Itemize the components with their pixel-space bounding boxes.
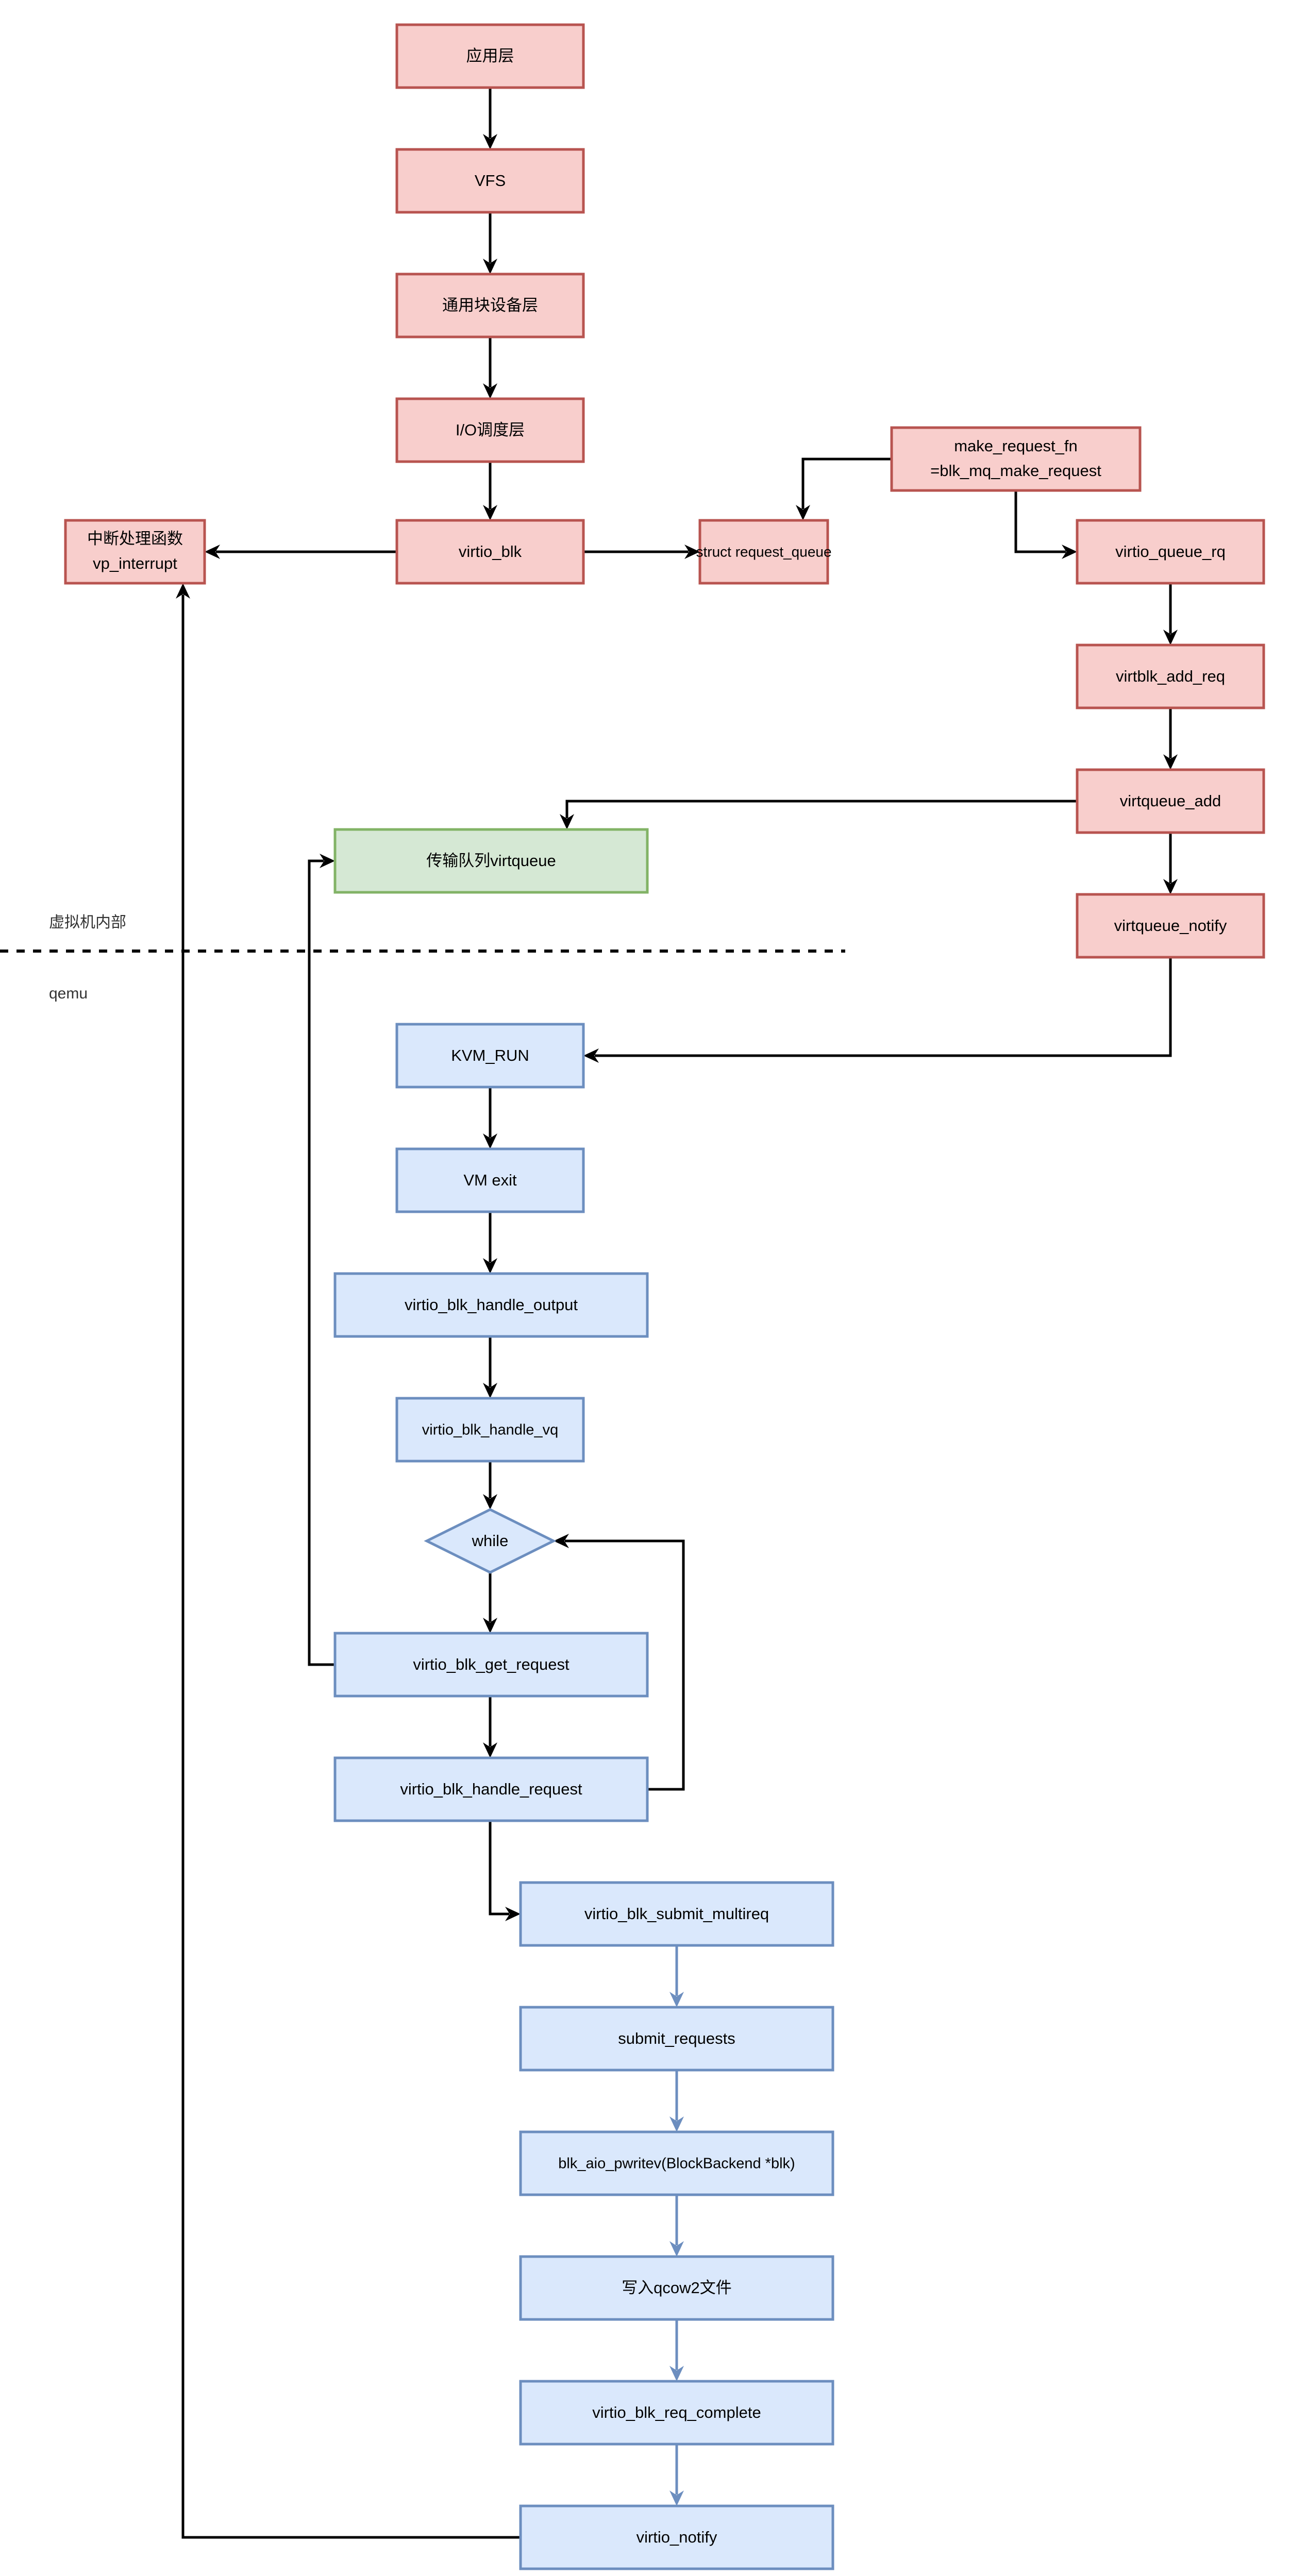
node-struct-request-queue[interactable]: struct request_queue (696, 519, 832, 585)
node-virtio-blk-handle-output[interactable]: virtio_blk_handle_output (333, 1272, 649, 1338)
node-vm-exit[interactable]: VM exit (395, 1147, 585, 1213)
node-label-io-scheduler-layer: I/O调度层 (456, 421, 525, 439)
edge-virtqueue-add-to-virtqueue-notify (1163, 833, 1178, 894)
node-virtblk-add-req[interactable]: virtblk_add_req (1076, 643, 1265, 709)
node-label-virtio-notify: virtio_notify (636, 2528, 717, 2546)
node-label-make-request-fn-line1: make_request_fn (954, 437, 1078, 455)
node-label-make-request-fn-line2: =blk_mq_make_request (930, 462, 1101, 480)
node-label-generic-block-layer: 通用块设备层 (442, 296, 538, 314)
node-virtio-blk-handle-vq[interactable]: virtio_blk_handle_vq (395, 1397, 585, 1463)
edge-virtio-blk-to-request-queue (583, 545, 700, 559)
edge-get-request-to-virtqueue (308, 854, 335, 1666)
node-label-blk-aio-pwritev: blk_aio_pwritev(BlockBackend *blk) (558, 2156, 795, 2172)
node-label-write-qcow2-file: 写入qcow2文件 (622, 2279, 732, 2297)
node-label-app: 应用层 (466, 47, 514, 65)
node-virtio-notify[interactable]: virtio_notify (519, 2504, 834, 2570)
node-virtio-blk-handle-request[interactable]: virtio_blk_handle_request (333, 1756, 649, 1822)
edge-virtqueue-add-to-virtqueue (560, 800, 1077, 829)
node-virtio-blk-get-request[interactable]: virtio_blk_get_request (333, 1632, 649, 1698)
edge-while-to-get-request (483, 1572, 497, 1633)
node-label-struct-request-queue: struct request_queue (696, 544, 831, 560)
edge-make-request-fn-to-virtio-queue-rq (1014, 490, 1077, 559)
edge-iosched-to-virtio-blk (483, 462, 497, 520)
node-virtio-blk-submit-multireq[interactable]: virtio_blk_submit_multireq (519, 1881, 834, 1947)
node-label-virtio-blk-submit-multireq: virtio_blk_submit_multireq (584, 1905, 769, 1923)
node-label-vp-interrupt-line2: vp_interrupt (93, 554, 177, 572)
edge-submit-requests-to-blk-aio-pwritev (669, 2070, 684, 2132)
node-virtio-blk[interactable]: virtio_blk (395, 519, 585, 585)
node-virtio-blk-req-complete[interactable]: virtio_blk_req_complete (519, 2380, 834, 2446)
edge-layer (176, 88, 1178, 2539)
node-label-virtblk-add-req: virtblk_add_req (1116, 667, 1225, 685)
node-virtqueue[interactable]: 传输队列virtqueue (333, 828, 649, 894)
edge-make-request-fn-to-request-queue (796, 457, 892, 520)
node-vp-interrupt[interactable]: 中断处理函数 vp_interrupt (64, 519, 206, 585)
edge-vm-exit-to-handle-output (483, 1212, 497, 1274)
node-submit-requests[interactable]: submit_requests (519, 2006, 834, 2072)
zone-label-guest: 虚拟机内部 (49, 914, 126, 931)
node-label-vp-interrupt-line1: 中断处理函数 (87, 530, 183, 548)
node-label-virtio-blk-handle-vq: virtio_blk_handle_vq (422, 1422, 558, 1438)
edge-handle-output-to-handle-vq (483, 1336, 497, 1398)
node-while-decision[interactable]: while (424, 1508, 557, 1574)
node-label-virtio-blk-handle-request: virtio_blk_handle_request (400, 1780, 582, 1798)
node-label-virtqueue-notify: virtqueue_notify (1114, 917, 1227, 935)
node-write-qcow2-file[interactable]: 写入qcow2文件 (519, 2255, 834, 2321)
node-generic-block-layer[interactable]: 通用块设备层 (395, 273, 585, 338)
edge-vfs-to-blockdev (483, 212, 497, 274)
edge-virtqueue-notify-to-kvm-run (583, 957, 1172, 1063)
node-label-virtio-blk-get-request: virtio_blk_get_request (413, 1655, 569, 1673)
node-virtqueue-notify[interactable]: virtqueue_notify (1076, 893, 1265, 959)
edge-handle-request-to-submit-multireq (489, 1821, 521, 1921)
node-io-scheduler-layer[interactable]: I/O调度层 (395, 397, 585, 463)
node-label-submit-requests: submit_requests (618, 2029, 735, 2047)
edge-app-to-vfs (483, 88, 497, 149)
edge-virtio-blk-to-vp-interrupt (205, 545, 397, 559)
edge-get-request-to-handle-request (483, 1696, 497, 1758)
node-label-virtio-queue-rq: virtio_queue_rq (1115, 543, 1226, 561)
node-label-vfs: VFS (475, 172, 506, 190)
edge-handle-vq-to-while (483, 1461, 497, 1510)
edge-virtio-notify-to-vp-interrupt (176, 583, 521, 2539)
edge-virtblk-add-req-to-virtqueue-add (1163, 708, 1178, 770)
node-app[interactable]: 应用层 (395, 23, 585, 89)
zone-label-host: qemu (49, 985, 88, 1002)
node-label-virtio-blk-req-complete: virtio_blk_req_complete (592, 2403, 761, 2421)
node-blk-aio-pwritev[interactable]: blk_aio_pwritev(BlockBackend *blk) (519, 2130, 834, 2196)
node-label-virtqueue: 传输队列virtqueue (426, 852, 556, 870)
edge-submit-multireq-to-submit-requests (669, 1945, 684, 2007)
edge-req-complete-to-virtio-notify (669, 2444, 684, 2506)
edge-virtio-queue-rq-to-virtblk-add-req (1163, 583, 1178, 645)
node-label-virtqueue-add: virtqueue_add (1120, 792, 1221, 810)
edge-write-qcow2-to-req-complete (669, 2319, 684, 2381)
node-label-virtio-blk-handle-output: virtio_blk_handle_output (405, 1296, 578, 1314)
node-kvm-run[interactable]: KVM_RUN (395, 1023, 585, 1089)
node-virtqueue-add[interactable]: virtqueue_add (1076, 768, 1265, 834)
node-label-while: while (472, 1532, 509, 1550)
edge-handle-request-to-while (554, 1534, 685, 1791)
node-label-vm-exit: VM exit (463, 1171, 517, 1189)
edge-blockdev-to-iosched (483, 337, 497, 399)
node-label-kvm-run: KVM_RUN (451, 1046, 529, 1064)
node-make-request-fn[interactable]: make_request_fn =blk_mq_make_request (890, 426, 1142, 492)
node-virtio-queue-rq[interactable]: virtio_queue_rq (1076, 519, 1265, 585)
node-label-virtio-blk: virtio_blk (459, 543, 522, 561)
edge-kvm-run-to-vm-exit (483, 1087, 497, 1149)
edge-blk-aio-pwritev-to-write-qcow2 (669, 2195, 684, 2257)
node-vfs[interactable]: VFS (395, 148, 585, 214)
